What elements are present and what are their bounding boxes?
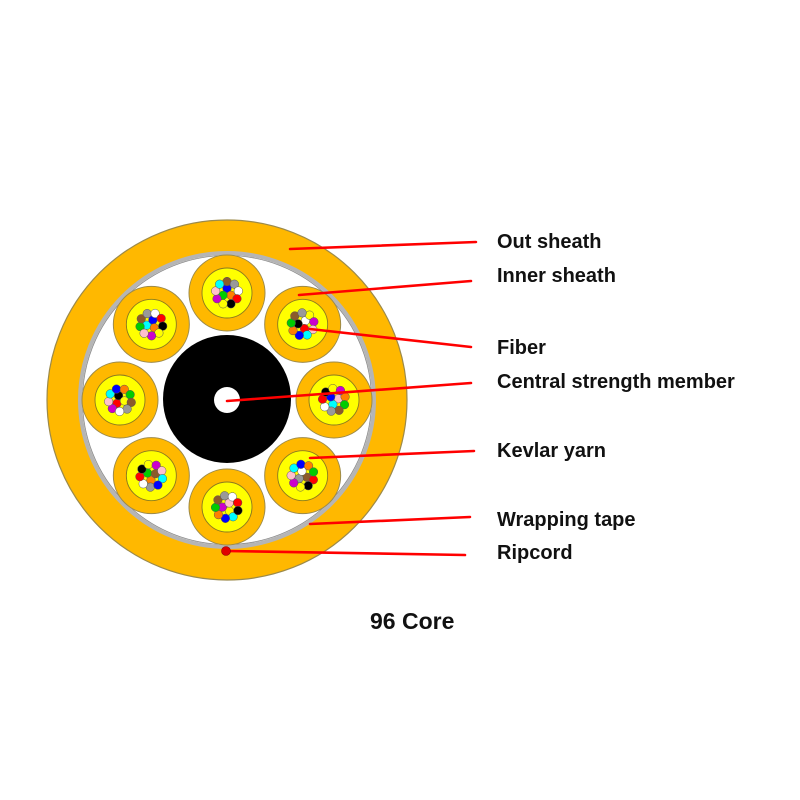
label-ripcord: Ripcord — [497, 542, 573, 564]
ripcord — [221, 546, 231, 556]
fiber — [294, 330, 304, 340]
fiber — [153, 480, 163, 490]
loose-tube — [295, 361, 373, 439]
fiber — [233, 498, 243, 508]
fiber — [135, 472, 145, 482]
loose-tubes — [81, 254, 373, 546]
label-kevlar-yarn: Kevlar yarn — [497, 440, 606, 462]
fiber — [220, 491, 230, 501]
fiber — [289, 463, 299, 473]
leader-wrapping-tape — [308, 515, 472, 526]
fiber — [233, 506, 243, 516]
fiber — [157, 466, 167, 476]
tube-gel — [125, 450, 177, 502]
tube-gel — [94, 374, 146, 426]
leader-out-sheath — [288, 240, 478, 251]
fiber — [295, 482, 306, 492]
leader-ripcord — [224, 549, 467, 557]
fiber — [126, 397, 136, 407]
leader-central-strength-member — [225, 381, 473, 403]
tube-gel — [201, 267, 253, 319]
fiber — [303, 481, 313, 491]
leader-inner-sheath — [297, 279, 473, 297]
fiber — [326, 406, 336, 416]
leader-fiber — [308, 327, 473, 349]
label-central-strength-member: Central strength member — [497, 371, 735, 393]
fiber — [137, 464, 147, 474]
tube-gel — [277, 450, 329, 502]
fiber — [297, 308, 307, 318]
fiber — [125, 390, 135, 400]
fiber — [339, 400, 350, 410]
fiber — [143, 460, 153, 470]
fiber — [111, 384, 121, 394]
fiber — [308, 467, 319, 477]
fiber — [115, 406, 125, 417]
loose-tube — [264, 437, 342, 515]
loose-tube — [81, 361, 159, 439]
fiber — [136, 314, 146, 324]
fiber — [229, 279, 239, 289]
fiber — [151, 460, 161, 470]
fiber — [150, 308, 160, 319]
fiber — [215, 279, 225, 289]
loose-tube — [112, 285, 190, 363]
fiber — [302, 330, 312, 340]
leader-kevlar-yarn — [308, 449, 476, 460]
tube-gel — [308, 374, 360, 426]
leader-lines — [224, 240, 478, 557]
fiber — [309, 317, 319, 327]
loose-tube — [188, 468, 266, 546]
loose-tube — [264, 285, 342, 363]
fiber — [233, 286, 243, 296]
fiber — [104, 397, 114, 407]
fiber — [232, 294, 242, 304]
fiber — [211, 286, 221, 296]
fiber — [304, 461, 314, 471]
fiber — [119, 384, 129, 394]
label-wrapping-tape: Wrapping tape — [497, 509, 636, 531]
fiber — [288, 326, 298, 336]
diagram-caption: 96 Core — [370, 608, 455, 634]
label-inner-sheath: Inner sheath — [497, 265, 616, 287]
fiber — [212, 294, 222, 304]
fiber — [213, 495, 223, 505]
tube-gel — [277, 298, 329, 350]
fiber — [142, 309, 152, 319]
fiber — [139, 328, 149, 338]
fiber — [334, 405, 344, 415]
fiber — [218, 299, 228, 309]
fiber — [227, 492, 237, 502]
fiber — [296, 459, 306, 469]
loose-tube — [188, 254, 266, 332]
tube-gel — [125, 298, 177, 350]
fiber — [158, 321, 168, 331]
tube-gel — [201, 481, 253, 533]
fiber — [328, 384, 338, 394]
fiber — [226, 299, 236, 309]
fiber — [105, 389, 115, 399]
label-out-sheath: Out sheath — [497, 231, 602, 253]
fiber — [320, 402, 330, 412]
label-fiber: Fiber — [497, 337, 546, 359]
fiber — [157, 474, 167, 484]
fiber — [156, 313, 166, 323]
loose-tube — [112, 437, 190, 515]
